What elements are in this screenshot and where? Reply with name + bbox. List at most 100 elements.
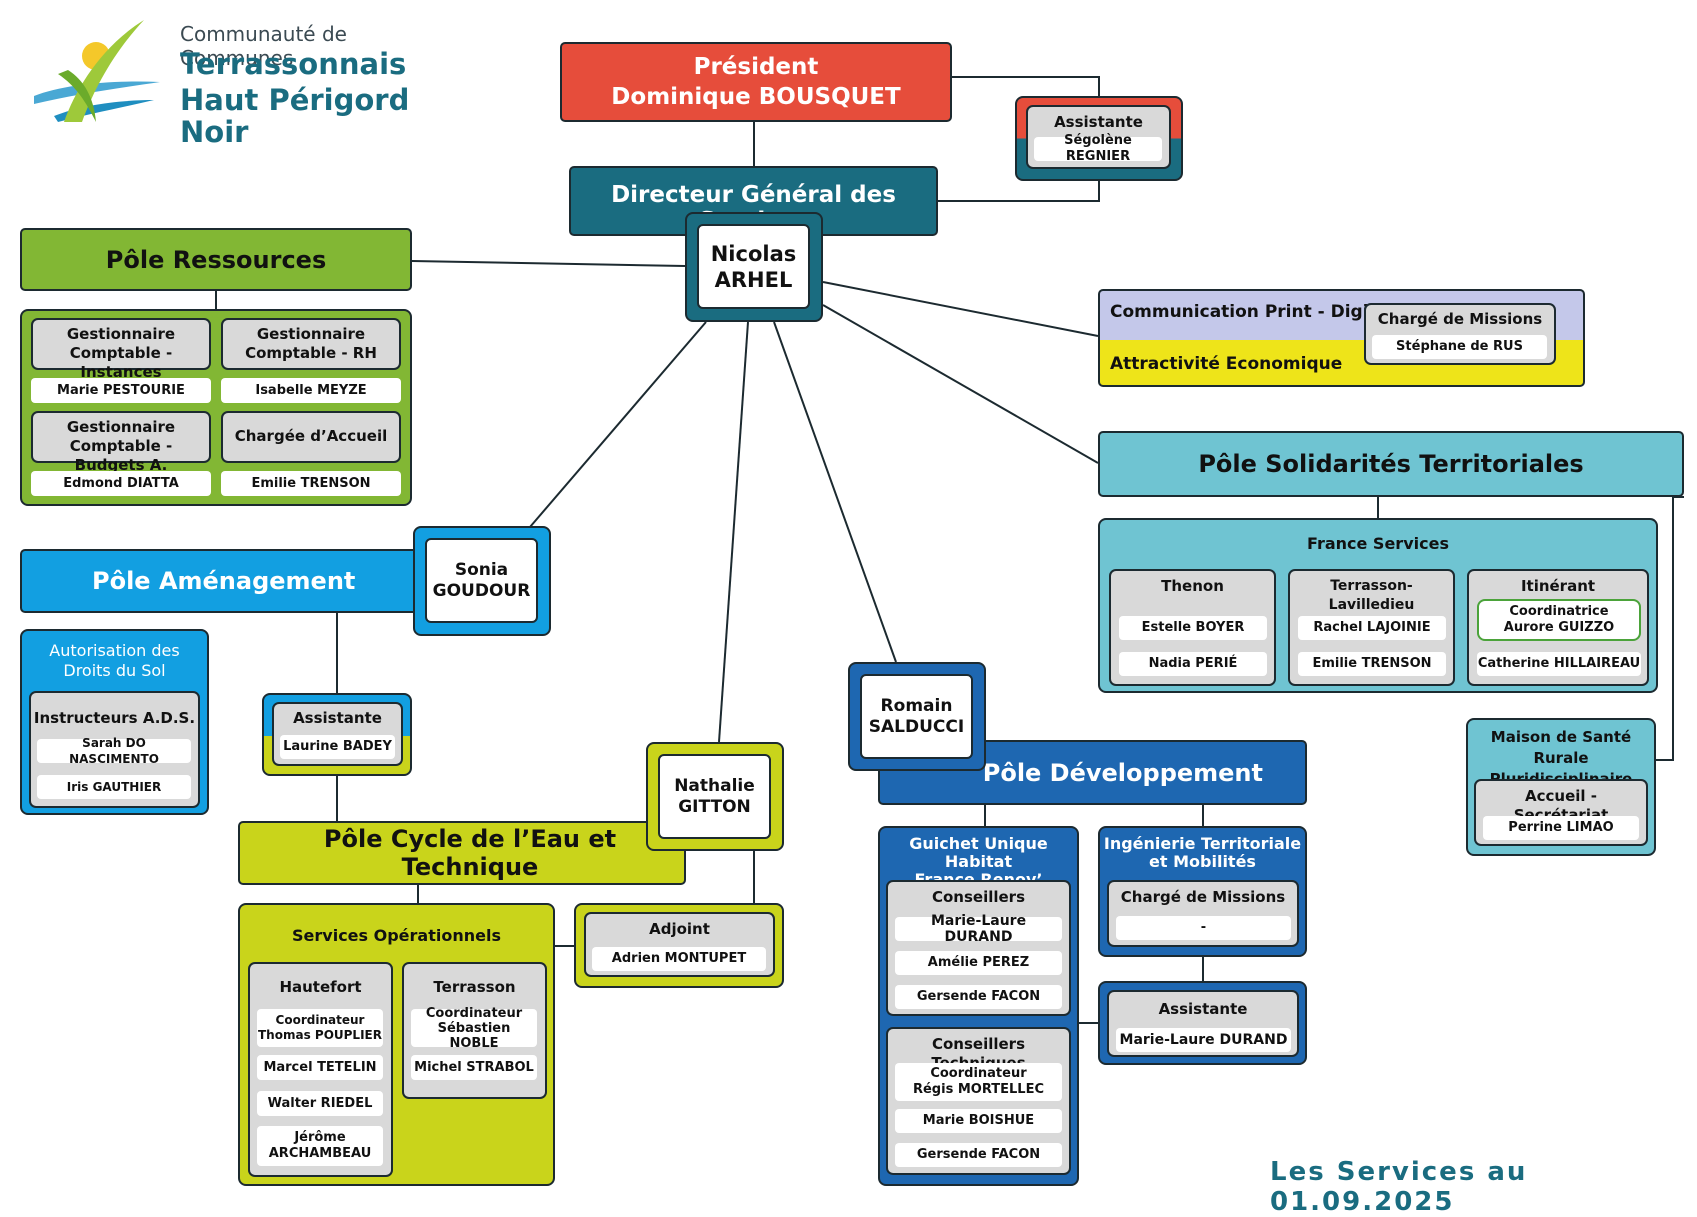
services-operationnels-panel: Services Opérationnels Hautefort Coordin…: [238, 903, 555, 1186]
footer-caption: Les Services au 01.09.2025: [1270, 1157, 1528, 1217]
terrasson-card: Terrasson Coordinateur Sébastien NOBLE M…: [402, 962, 547, 1099]
hautefort-name: Coordinateur Thomas POUPLIER: [257, 1009, 383, 1047]
communication-name: Stéphane de RUS: [1372, 335, 1547, 359]
ads-name: Sarah DO NASCIMENTO: [37, 736, 191, 766]
france-services-panel: France Services Thenon Estelle BOYER Nad…: [1098, 518, 1658, 693]
ressources-role-card: Gestionnaire Comptable - Instances: [31, 318, 211, 381]
ads-name: Iris GAUTHIER: [37, 775, 191, 799]
ressources-role: Gestionnaire Comptable - Budgets A.: [66, 418, 176, 474]
ads-panel: Autorisation des Droits du Sol Instructe…: [20, 629, 209, 815]
communication-attractivite-box: Communication Print - Digital Attractivi…: [1098, 289, 1585, 387]
missions-card: Chargé de Missions -: [1107, 880, 1299, 947]
community-logo: [34, 20, 160, 122]
president-name: Dominique BOUSQUET: [611, 84, 901, 110]
eau-head-panel: Nathalie GITTON: [646, 742, 784, 851]
thenon-name: Nadia PERIÉ: [1119, 652, 1267, 676]
itinerant-name: Catherine HILLAIREAU: [1477, 652, 1641, 676]
logo-text-name1: Terrassonnais: [180, 47, 407, 81]
assistante-president-card: Assistante Ségolène REGNIER: [1026, 105, 1171, 169]
thenon-name: Estelle BOYER: [1119, 616, 1267, 640]
conseillers-techniques-card: Conseillers Techniques Coordinateur Régi…: [886, 1027, 1071, 1175]
missions-name: -: [1116, 916, 1291, 940]
developpement-assistante-panel: Assistante Marie-Laure DURAND: [1098, 981, 1307, 1065]
itinerant-title: Itinérant: [1520, 577, 1596, 595]
amenagement-head-panel: Sonia GOUDOUR: [413, 526, 551, 636]
amenagement-assistante-role: Assistante: [293, 709, 382, 727]
amenagement-assistante-name: Laurine BADEY: [280, 735, 395, 759]
pole-eau-header: Pôle Cycle de l’Eau et Technique: [238, 821, 686, 885]
eau-head-name: Nathalie GITTON: [658, 754, 771, 839]
hautefort-title: Hautefort: [279, 978, 362, 996]
amenagement-assistante-panel: Assistante Laurine BADEY: [262, 693, 412, 776]
logo-text-top: Communauté de Communes: [180, 22, 347, 70]
communication-role: Chargé de Missions: [1377, 310, 1543, 328]
terrasson-lavilledieu-name: Emilie TRENSON: [1298, 652, 1446, 676]
assistante-president-panel: Assistante Ségolène REGNIER: [1015, 96, 1183, 181]
ressources-name: Edmond DIATTA: [31, 471, 211, 496]
developpement-assistante-card: Assistante Marie-Laure DURAND: [1107, 990, 1299, 1057]
conseiller-technique-name: Gersende FACON: [895, 1143, 1062, 1167]
terrasson-lavilledieu-title: Terrasson-Lavilledieu: [1328, 578, 1415, 613]
ressources-role: Gestionnaire Comptable - RH: [245, 325, 377, 362]
terrasson-lavilledieu-card: Terrasson-Lavilledieu Rachel LAJOINIE Em…: [1288, 569, 1455, 686]
amenagement-head-name: Sonia GOUDOUR: [425, 538, 538, 623]
conseillers-card: Conseillers Marie-Laure DURAND Amélie PE…: [886, 880, 1071, 1016]
assistante-president-name: Ségolène REGNIER: [1034, 133, 1162, 164]
services-operationnels-title: Services Opérationnels: [292, 926, 501, 945]
ressources-role-card: Gestionnaire Comptable - Budgets A.: [31, 411, 211, 474]
ressources-role-card: Chargée d’Accueil: [221, 411, 401, 463]
eau-adjoint-name: Adrien MONTUPET: [592, 947, 766, 971]
thenon-card: Thenon Estelle BOYER Nadia PERIÉ: [1109, 569, 1276, 686]
president-title: Président: [693, 54, 819, 80]
president-box: Président Dominique BOUSQUET: [560, 42, 952, 122]
pole-ressources-panel: Gestionnaire Comptable - Instances Marie…: [20, 309, 412, 506]
missions-role: Chargé de Missions: [1120, 888, 1286, 906]
ressources-role: Gestionnaire Comptable - Instances: [66, 325, 176, 381]
accueil-name: Perrine LIMAO: [1483, 816, 1639, 840]
thenon-title: Thenon: [1161, 577, 1224, 595]
terrasson-name: Coordinateur Sébastien NOBLE: [411, 1006, 537, 1051]
guichet-panel: Guichet Unique Habitat France Renov’ Con…: [878, 826, 1079, 1186]
logo-text-name2: Haut Périgord Noir: [180, 83, 410, 149]
conseiller-name: Gersende FACON: [895, 985, 1062, 1009]
developpement-assistante-role: Assistante: [1158, 1000, 1248, 1018]
ingenierie-title: Ingénierie Territoriale et Mobilités: [1103, 834, 1302, 871]
hautefort-name: Marcel TETELIN: [257, 1055, 383, 1080]
dgs-head-panel: Nicolas ARHEL: [685, 212, 823, 322]
maison-sante-panel: Maison de Santé Rurale Pluridisciplinair…: [1466, 718, 1656, 856]
eau-adjoint-role: Adjoint: [649, 920, 710, 938]
ressources-name: Isabelle MEYZE: [221, 378, 401, 403]
amenagement-assistante-card: Assistante Laurine BADEY: [272, 702, 403, 766]
pole-solidarites-header: Pôle Solidarités Territoriales: [1098, 431, 1684, 497]
conseiller-technique-name: Marie BOISHUE: [895, 1109, 1062, 1133]
developpement-head-panel: Romain SALDUCCI: [848, 662, 986, 771]
eau-adjoint-card: Adjoint Adrien MONTUPET: [584, 912, 775, 977]
developpement-assistante-name: Marie-Laure DURAND: [1116, 1028, 1291, 1052]
communication-role-card: Chargé de Missions Stéphane de RUS: [1364, 303, 1556, 365]
hautefort-name: Walter RIEDEL: [257, 1091, 383, 1116]
dgs-name: Nicolas ARHEL: [697, 224, 810, 309]
itinerant-card: Itinérant Coordinatrice Aurore GUIZZO Ca…: [1467, 569, 1649, 686]
developpement-head-name: Romain SALDUCCI: [860, 674, 973, 759]
ingenierie-panel: Ingénierie Territoriale et Mobilités Cha…: [1098, 826, 1307, 957]
france-services-title: France Services: [1307, 534, 1449, 553]
ressources-name: Emilie TRENSON: [221, 471, 401, 496]
conseillers-role: Conseillers: [931, 888, 1026, 906]
pole-amenagement-header: Pôle Aménagement: [20, 549, 422, 613]
ads-role: Instructeurs A.D.S.: [33, 709, 196, 727]
attractivite-title: Attractivité Economique: [1110, 354, 1343, 374]
hautefort-name: Jérôme ARCHAMBEAU: [257, 1126, 383, 1166]
eau-adjoint-panel: Adjoint Adrien MONTUPET: [574, 903, 784, 988]
ressources-role-card: Gestionnaire Comptable - RH: [221, 318, 401, 370]
communication-title: Communication Print - Digital: [1110, 302, 1394, 322]
itinerant-coordinatrice: Coordinatrice Aurore GUIZZO: [1477, 599, 1641, 641]
pole-ressources-header: Pôle Ressources: [20, 228, 412, 291]
terrasson-name: Michel STRABOL: [411, 1055, 537, 1080]
ads-title: Autorisation des Droits du Sol: [49, 641, 180, 680]
conseiller-name: Amélie PEREZ: [895, 951, 1062, 975]
accueil-card: Accueil - Secrétariat Perrine LIMAO: [1474, 779, 1648, 846]
hautefort-card: Hautefort Coordinateur Thomas POUPLIER M…: [248, 962, 393, 1177]
conseiller-technique-name: Coordinateur Régis MORTELLEC: [895, 1063, 1062, 1101]
terrasson-title: Terrasson: [433, 978, 516, 996]
terrasson-lavilledieu-name: Rachel LAJOINIE: [1298, 616, 1446, 640]
